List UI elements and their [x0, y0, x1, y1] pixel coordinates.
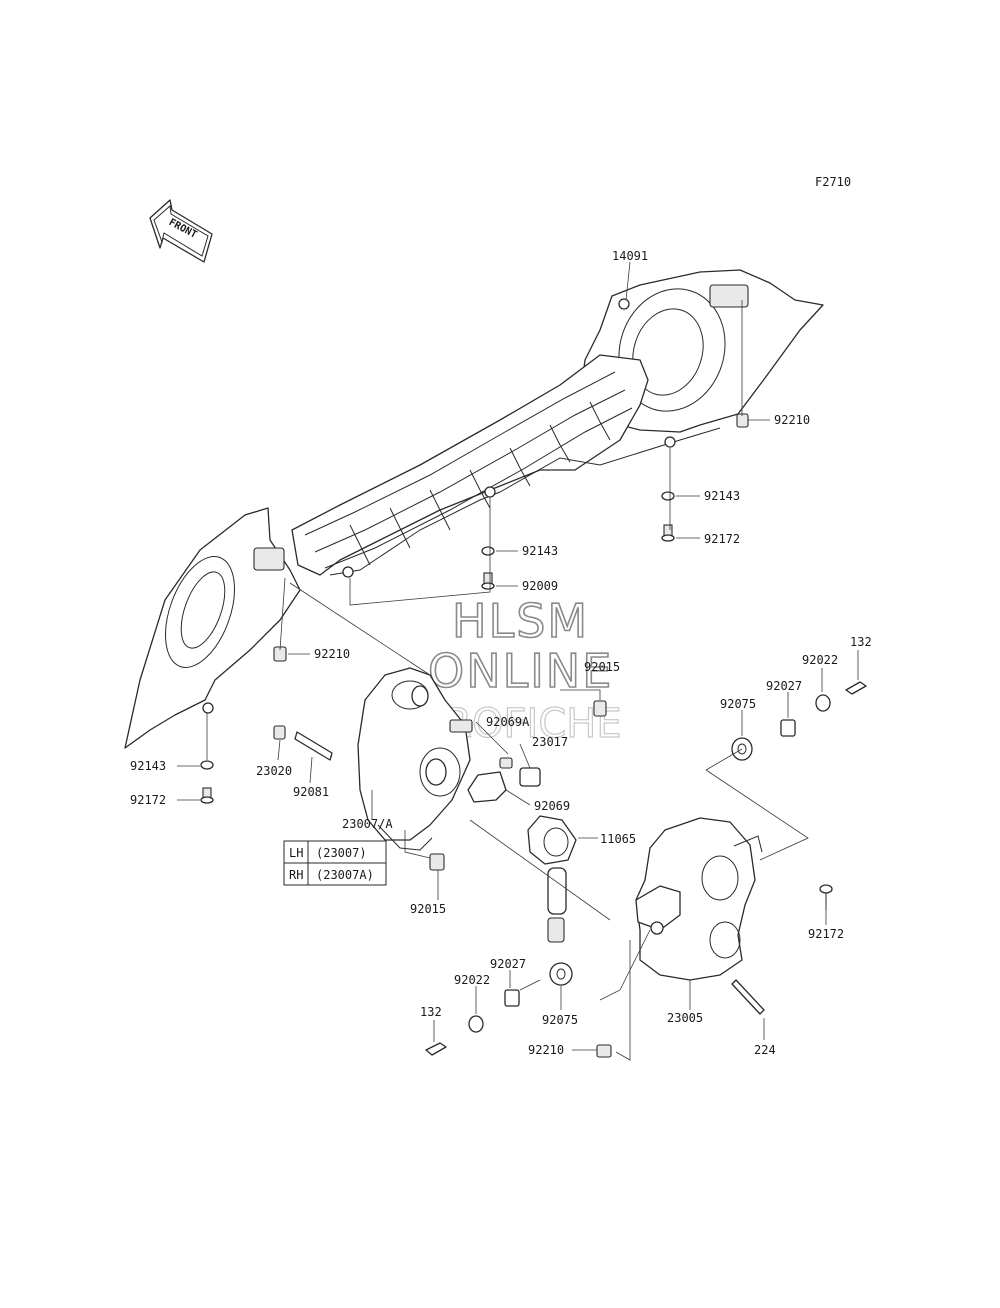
front-arrow-icon: FRONT — [149, 199, 213, 263]
callout-92143-c: 92143 — [130, 759, 166, 773]
callout-11065: 11065 — [600, 832, 636, 846]
callout-23007a: 23007/A — [342, 817, 393, 831]
callout-92022-b: 92022 — [454, 973, 490, 987]
callout-14091: 14091 — [612, 249, 648, 263]
callout-132-a: 132 — [850, 635, 872, 649]
callout-92075-b: 92075 — [542, 1013, 578, 1027]
mount-hardware — [425, 681, 867, 1058]
svg-text:ONLINE: ONLINE — [428, 644, 613, 698]
bulb-socket-assembly — [467, 757, 577, 943]
callout-92210-b: 92210 — [314, 647, 350, 661]
callout-23005: 23005 — [667, 1011, 703, 1025]
legend-part-rh: (23007A) — [316, 868, 374, 882]
callout-92027-a: 92027 — [766, 679, 802, 693]
figure-code: F2710 — [815, 175, 851, 189]
callout-92172-a: 92172 — [704, 532, 740, 546]
callout-92069a: 92069A — [486, 715, 530, 729]
callout-92143-b: 92143 — [522, 544, 558, 558]
callout-92081: 92081 — [293, 785, 329, 799]
callout-92210-c: 92210 — [528, 1043, 564, 1057]
legend-part-lh: (23007) — [316, 846, 367, 860]
callout-92172-c: 92172 — [808, 927, 844, 941]
headlight-bracket — [635, 817, 763, 981]
callout-224: 224 — [754, 1043, 776, 1057]
headlight-cowl — [124, 269, 824, 749]
callout-92143-a: 92143 — [704, 489, 740, 503]
svg-text:HLSM: HLSM — [452, 594, 589, 648]
callout-23020: 23020 — [256, 764, 292, 778]
callout-92009: 92009 — [522, 579, 558, 593]
callout-92075-a: 92075 — [720, 697, 756, 711]
leader-lines — [177, 261, 859, 1061]
legend-side-lh: LH — [289, 846, 303, 860]
headlight-housing — [357, 667, 473, 851]
callout-92015-a: 92015 — [584, 660, 620, 674]
callout-92172-b: 92172 — [130, 793, 166, 807]
legend-side-rh: RH — [289, 868, 303, 882]
callout-92022-a: 92022 — [802, 653, 838, 667]
legend-table: LH (23007) RH (23007A) — [283, 840, 387, 886]
callout-92069: 92069 — [534, 799, 570, 813]
callout-23017: 23017 — [532, 735, 568, 749]
callout-92015-b: 92015 — [410, 902, 446, 916]
adjuster-hardware — [273, 700, 607, 871]
callout-92210-a: 92210 — [774, 413, 810, 427]
callout-132-b: 132 — [420, 1005, 442, 1019]
cowl-hardware — [200, 413, 749, 804]
callouts: 14091 92210 92143 92172 92143 92009 9221… — [130, 249, 872, 1057]
callout-92027-b: 92027 — [490, 957, 526, 971]
